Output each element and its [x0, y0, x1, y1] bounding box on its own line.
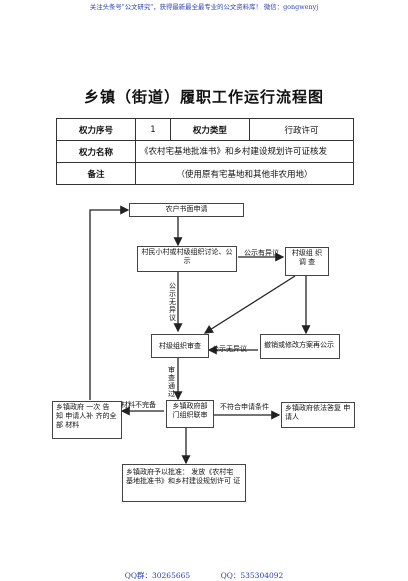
- node-revoke-text: 撤销或修改方案再公示: [264, 341, 334, 349]
- edge-notify-to-apply: [89, 205, 130, 400]
- node-approve: 乡镇政府予以批准： 发放《农村宅 基地批准书》和乡村建设规划许可 证: [122, 464, 246, 502]
- power-info-table: 权力序号 1 权力类型 行政许可 权力名称 《农村宅基地批准书》和乡村建设规划许…: [56, 118, 355, 185]
- edge-label-public-no-objection-2: 公示无异议: [212, 345, 247, 353]
- node-village-review: 村级组织审查: [151, 334, 209, 358]
- node-revoke: 撤销或修改方案再公示: [260, 334, 340, 359]
- node-discuss-text: 村民小村或村级组织讨论、公示: [141, 248, 233, 265]
- edge-label-not-meet: 不符合申请条件: [220, 403, 269, 411]
- node-org-survey: 村级组 织 调 查: [285, 247, 329, 276]
- node-notify-text: 乡镇政府 一次 告 知 申请人补 齐的全部 材料: [56, 403, 117, 429]
- node-village-review-text: 村级组织审查: [159, 342, 201, 350]
- node-town-review: 乡镇政府部 门组织联审: [166, 400, 214, 428]
- remark-value: （使用原有宅基地和其他非农用地）: [135, 162, 354, 185]
- node-reply: 乡镇政府依法答复 申请人: [281, 402, 355, 428]
- top-banner: 关注头条号"公文研究"，获得最新最全最专业的公文资料库！ 微信：gongweny…: [89, 3, 319, 11]
- footer: QQ群：30265665 QQ：535304092: [0, 570, 408, 581]
- node-reply-text: 乡镇政府依法答复 申请人: [285, 404, 351, 421]
- footer-qq: QQ：535304092: [220, 571, 284, 580]
- node-notify: 乡镇政府 一次 告 知 申请人补 齐的全部 材料: [52, 401, 122, 439]
- node-town-review-text: 乡镇政府部 门组织联审: [172, 402, 208, 419]
- node-apply-text: 农户书面申请: [165, 205, 208, 213]
- node-org-survey-text: 村级组 织 调 查: [291, 249, 323, 266]
- power-no-label: 权力序号: [56, 118, 136, 141]
- remark-label: 备注: [56, 162, 136, 185]
- document-title: 乡镇（街道）履职工作运行流程图: [83, 88, 324, 106]
- edge-label-incomplete: 材料不完备: [121, 401, 156, 409]
- node-approve-text: 乡镇政府予以批准： 发放《农村宅 基地批准书》和乡村建设规划许可 证: [126, 468, 241, 485]
- node-apply: 农户书面申请: [129, 203, 244, 217]
- edge-label-review-pass: 审查通过: [168, 366, 175, 398]
- edge-label-public-objection: 公示有异议: [244, 249, 279, 257]
- edge-label-public-no-objection: 公示无异议: [169, 282, 176, 322]
- edge-survey-to-review: [203, 275, 296, 334]
- table-row: 权力名称 《农村宅基地批准书》和乡村建设规划许可证核发: [56, 140, 354, 163]
- table-row: 备注 （使用原有宅基地和其他非农用地）: [56, 162, 354, 185]
- node-discuss: 村民小村或村级组织讨论、公示: [137, 246, 237, 272]
- footer-qq-group: QQ群：30265665: [124, 571, 191, 580]
